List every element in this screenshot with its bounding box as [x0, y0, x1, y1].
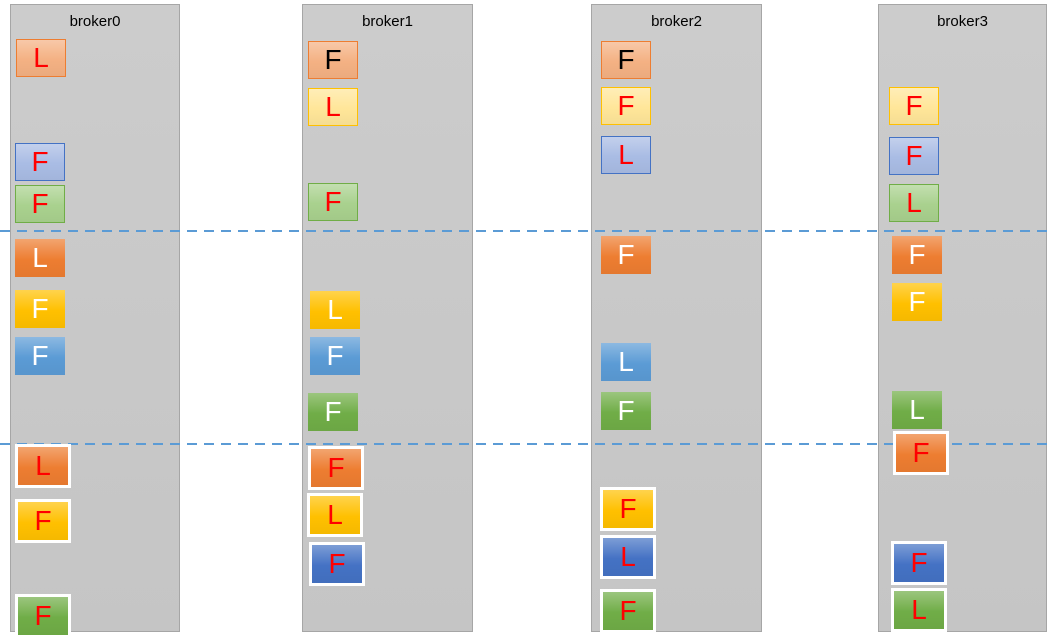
- replica-box-broker3-follower-4: F: [892, 283, 942, 321]
- replica-box-broker0-leader-6: L: [18, 447, 68, 485]
- broker-header: broker3: [937, 13, 988, 30]
- replica-box-broker1-leader-1: L: [308, 88, 358, 126]
- replica-box-broker2-follower-1: F: [601, 87, 651, 125]
- replica-box-broker2-follower-5: F: [601, 392, 651, 430]
- replica-box-broker3-follower-0: F: [889, 87, 939, 125]
- replica-box-broker0-follower-7: F: [18, 502, 68, 540]
- replica-box-broker0-follower-1: F: [15, 143, 65, 181]
- replica-box-broker0-leader-3: L: [15, 239, 65, 277]
- replica-box-broker1-follower-0: F: [308, 41, 358, 79]
- replica-box-broker1-follower-4: F: [310, 337, 360, 375]
- broker-header: broker2: [651, 13, 702, 30]
- replica-box-broker3-follower-7: F: [894, 544, 944, 582]
- replica-box-broker2-leader-2: L: [601, 136, 651, 174]
- replica-box-broker1-follower-5: F: [308, 393, 358, 431]
- replica-box-broker1-leader-7: L: [310, 496, 360, 534]
- replica-box-broker1-leader-3: L: [310, 291, 360, 329]
- replica-box-broker2-follower-3: F: [601, 236, 651, 274]
- replica-box-broker2-follower-6: F: [603, 490, 653, 528]
- replica-box-broker2-leader-7: L: [603, 538, 653, 576]
- replica-box-broker3-follower-3: F: [892, 236, 942, 274]
- replica-box-broker1-follower-2: F: [308, 183, 358, 221]
- divider-dashed-line-1: [0, 230, 1052, 232]
- broker-header: broker0: [69, 13, 121, 30]
- replica-box-broker0-follower-5: F: [15, 337, 65, 375]
- replica-box-broker3-leader-5: L: [892, 391, 942, 429]
- replica-box-broker3-follower-1: F: [889, 137, 939, 175]
- replica-box-broker1-follower-6: F: [311, 449, 361, 487]
- replica-box-broker0-follower-8: F: [18, 597, 68, 635]
- replica-box-broker0-leader-0: L: [16, 39, 66, 77]
- replica-box-broker0-follower-2: F: [15, 185, 65, 223]
- replica-box-broker1-follower-8: F: [312, 545, 362, 583]
- replica-box-broker3-leader-8: L: [894, 591, 944, 629]
- replica-box-broker2-follower-0: F: [601, 41, 651, 79]
- divider-dashed-line-2: [0, 443, 1052, 445]
- replica-box-broker2-follower-8: F: [603, 592, 653, 630]
- replica-box-broker0-follower-4: F: [15, 290, 65, 328]
- broker-header: broker1: [362, 13, 413, 30]
- replica-box-broker3-leader-2: L: [889, 184, 939, 222]
- replica-box-broker3-follower-6: F: [896, 434, 946, 472]
- replica-box-broker2-leader-4: L: [601, 343, 651, 381]
